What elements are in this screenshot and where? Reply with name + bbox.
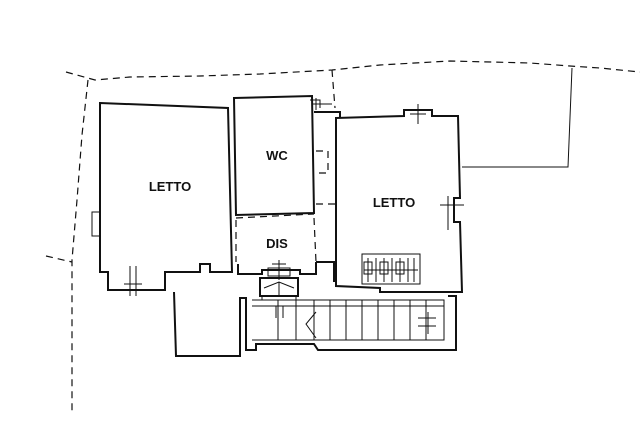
corridor-link	[314, 111, 341, 282]
room-letto-right: LETTO	[335, 104, 464, 293]
room-wc: WC	[232, 94, 332, 217]
room-letto-left: LETTO	[91, 101, 234, 296]
room-label-letto-left: LETTO	[149, 179, 191, 194]
room-label-dis: DIS	[266, 236, 288, 251]
entrance	[259, 277, 299, 300]
room-label-letto-right: LETTO	[373, 195, 415, 210]
room-dis: DIS	[235, 213, 317, 280]
property-boundary	[45, 60, 640, 415]
adjacent-structure	[462, 67, 573, 168]
room-label-wc: WC	[266, 148, 288, 163]
lower-annex	[173, 291, 457, 357]
staircase	[252, 299, 445, 341]
